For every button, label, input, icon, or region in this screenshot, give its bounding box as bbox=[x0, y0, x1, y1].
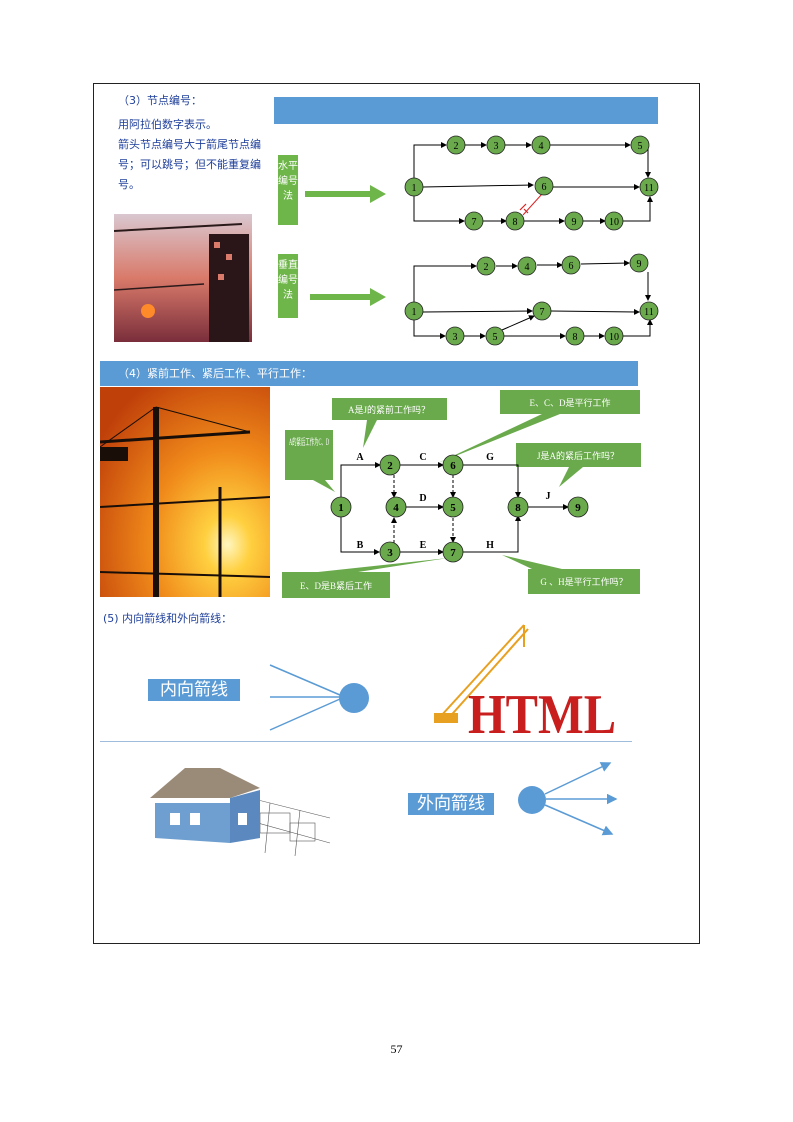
v-node-5: 5 bbox=[493, 332, 498, 343]
node-7: 7 bbox=[450, 547, 456, 559]
page-number: 57 bbox=[390, 1042, 403, 1056]
h-node-5: 5 bbox=[638, 141, 643, 152]
node-8: 8 bbox=[515, 502, 521, 514]
v-node-6: 6 bbox=[569, 261, 574, 272]
node-9: 9 bbox=[575, 502, 581, 514]
note-line-1: 用阿拉伯数字表示。 bbox=[118, 118, 217, 131]
v-node-8: 8 bbox=[573, 332, 578, 343]
h-node-4: 4 bbox=[539, 141, 544, 152]
h-node-7: 7 bbox=[472, 217, 477, 228]
v-node-3: 3 bbox=[453, 332, 458, 343]
v-node-10: 10 bbox=[609, 332, 619, 343]
inward-arrow-label: 内向箭线 bbox=[148, 679, 240, 701]
callout-a-predecessor-question: A是J的紧前工作吗？ bbox=[348, 404, 430, 415]
house-blueprint-image bbox=[150, 768, 331, 857]
v-node-2: 2 bbox=[484, 262, 489, 273]
h-node-2: 2 bbox=[454, 141, 459, 152]
h-node-11: 11 bbox=[644, 183, 654, 194]
html-crane-logo: HTML bbox=[434, 624, 616, 742]
section4-title-bar: （4）紧前工作、紧后工作、平行工作： bbox=[100, 361, 638, 386]
page-frame bbox=[93, 83, 700, 944]
h-node-8: 8 bbox=[513, 217, 518, 228]
sunset-crane-photo bbox=[114, 214, 252, 342]
v-node-4: 4 bbox=[525, 262, 530, 273]
h-node-1: 1 bbox=[412, 183, 417, 194]
section3-header-bar bbox=[274, 97, 658, 124]
activity-d: D bbox=[419, 493, 426, 504]
callout-gh-parallel-question: G 、H是平行工作吗？ bbox=[540, 576, 627, 587]
h-node-6: 6 bbox=[542, 182, 547, 193]
h-node-9: 9 bbox=[572, 217, 577, 228]
v-node-1: 1 bbox=[412, 307, 417, 318]
node-5: 5 bbox=[450, 502, 456, 514]
node-3: 3 bbox=[387, 547, 393, 559]
activity-b: B bbox=[357, 540, 364, 551]
node-2: 2 bbox=[387, 460, 393, 472]
v-node-11: 11 bbox=[644, 307, 654, 318]
vertical-network: 1 2 3 4 5 6 7 8 9 10 11 bbox=[404, 253, 659, 346]
h-node-10: 10 bbox=[609, 217, 619, 228]
activity-j: J bbox=[546, 491, 551, 502]
v-node-9: 9 bbox=[637, 259, 642, 270]
activity-a: A bbox=[356, 452, 364, 463]
callout-a-successors: A的紧后工作为C、D bbox=[289, 436, 329, 447]
inward-arrow-diagram bbox=[269, 664, 369, 731]
node-4: 4 bbox=[393, 502, 399, 514]
callout-ed-b-successors: E、D是B紧后工作 bbox=[300, 580, 372, 591]
divider bbox=[100, 741, 632, 742]
section3-title: （3）节点编号： bbox=[118, 94, 202, 107]
activity-c: C bbox=[419, 452, 426, 463]
activity-h: H bbox=[486, 540, 494, 551]
node-1: 1 bbox=[338, 502, 344, 514]
note-line-2: 箭头节点编号大于箭尾节点编号；可以跳号；但不能重复编号。 bbox=[118, 138, 261, 191]
section4-network: A的紧后工作为C、D A是J的紧前工作吗？ E、C、D是平行工作 J是A的紧后工… bbox=[282, 390, 641, 598]
callout-ecd-parallel: E、C、D是平行工作 bbox=[529, 397, 610, 408]
activity-g: G bbox=[486, 452, 494, 463]
callout-j-successor-question: J是A的紧后工作吗？ bbox=[537, 450, 619, 461]
horizontal-network: 1 2 3 4 5 6 7 8 9 10 11 bbox=[404, 135, 659, 231]
h-node-3: 3 bbox=[494, 141, 499, 152]
node-6: 6 bbox=[450, 460, 456, 472]
section3-note: 用阿拉伯数字表示。 箭头节点编号大于箭尾节点编号；可以跳号；但不能重复编号。 bbox=[118, 115, 268, 195]
horizontal-numbering-label: 水平编号法 bbox=[278, 155, 298, 225]
activity-e: E bbox=[420, 540, 427, 551]
orange-crane-photo bbox=[100, 387, 270, 597]
section5-title: (5) 内向箭线和外向箭线： bbox=[103, 612, 233, 625]
html-logo-text: HTML bbox=[468, 684, 616, 742]
v-node-7: 7 bbox=[540, 307, 545, 318]
outward-arrow-diagram bbox=[518, 762, 618, 836]
outward-arrow-label: 外向箭线 bbox=[408, 793, 494, 815]
vertical-numbering-label: 垂直编号法 bbox=[278, 254, 298, 318]
green-arrows bbox=[305, 185, 386, 306]
